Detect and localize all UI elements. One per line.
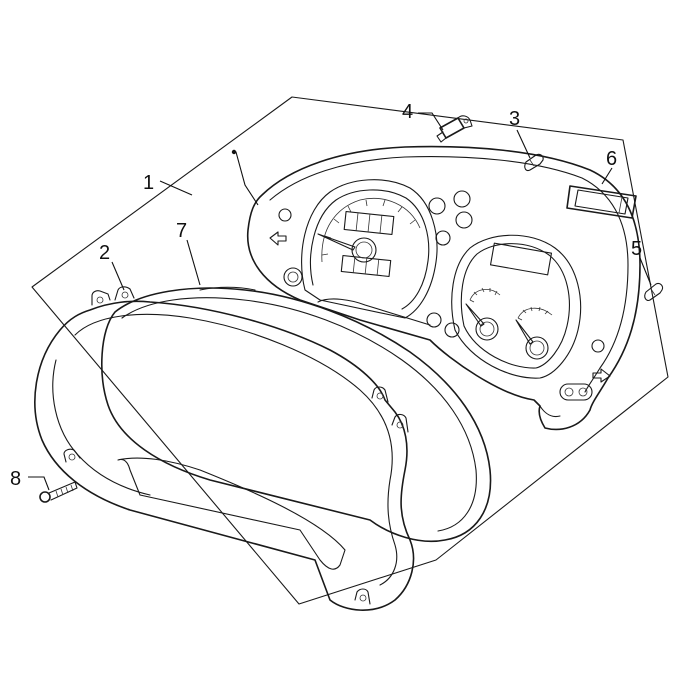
speedometer-gauge [301,179,438,319]
part-lens-cover [101,286,492,543]
part-dashboard-face [246,145,641,431]
screw-head [39,491,51,503]
fuel-temp-gauge-housing [451,234,582,379]
part-small-bulb [524,153,544,172]
callout-2: 2 [99,242,110,264]
callout-6: 6 [606,148,617,170]
part-bulb-socket [436,115,473,143]
callout-8: 8 [10,468,21,490]
right-turn-arrow-icon [592,368,611,383]
leader-lines [28,112,652,491]
callout-5: 5 [631,238,642,260]
right-indicator-light [591,339,605,353]
callout-1: 1 [143,172,154,194]
bezel-cutout [117,457,346,570]
assembly-boundary [31,96,669,605]
temperature-gauge [515,306,553,360]
warning-lights [426,190,473,338]
clock-display [489,242,553,276]
fuel-gauge [465,287,501,341]
callout-4: 4 [402,101,413,123]
speedometer-needle [317,233,356,251]
mounting-tabs [63,286,409,605]
part-rect-lamp [566,185,637,219]
leader-dot [231,149,237,155]
part-bezel-frame [34,286,415,611]
left-knob [283,267,303,287]
callout-3: 3 [509,108,520,130]
left-turn-arrow-icon [269,231,287,246]
callout-7: 7 [176,220,187,242]
right-switch [559,383,593,401]
left-indicator-light [278,208,292,222]
part-bulb [644,282,664,301]
part-screw [39,481,78,503]
